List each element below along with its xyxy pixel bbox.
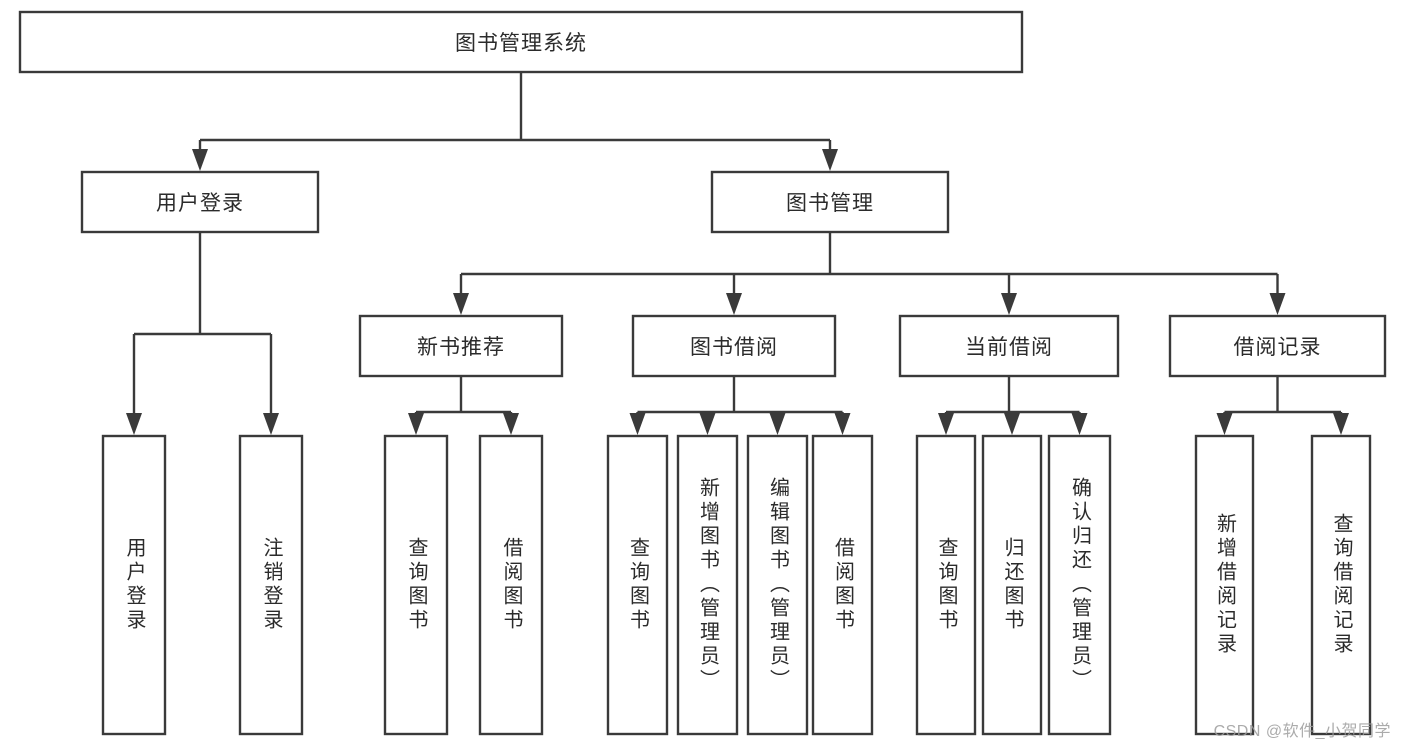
node-level3-0 [358, 314, 564, 378]
arrow-head-icon [1004, 413, 1020, 435]
arrow-head-icon [263, 413, 279, 435]
node-level2-1 [710, 170, 950, 234]
arrow-head-icon [1333, 413, 1349, 435]
arrow-head-icon [726, 293, 742, 315]
arrow-head-icon [503, 413, 519, 435]
node-leaf-7 [811, 434, 874, 736]
arrow-head-icon [1269, 293, 1286, 315]
node-leaf-5 [676, 434, 739, 736]
node-leaf-11 [1194, 434, 1255, 736]
node-level3-2 [898, 314, 1120, 378]
arrow-head-icon [1216, 413, 1233, 435]
node-root [18, 10, 1024, 74]
node-leaf-12 [1310, 434, 1372, 736]
node-boxes-layer [18, 10, 1387, 736]
node-level2-0 [80, 170, 320, 234]
arrow-head-icon [453, 293, 469, 315]
node-leaf-8 [915, 434, 977, 736]
arrow-head-icon [408, 413, 424, 435]
arrow-head-icon [699, 413, 716, 435]
node-leaf-2 [383, 434, 449, 736]
arrow-head-icon [822, 149, 838, 171]
arrow-head-icon [629, 413, 646, 435]
arrow-head-icon [1071, 413, 1088, 435]
node-leaf-4 [606, 434, 669, 736]
node-leaf-6 [746, 434, 809, 736]
arrow-head-icon [938, 413, 954, 435]
arrow-head-icon [1001, 293, 1017, 315]
node-leaf-9 [981, 434, 1043, 736]
arrow-head-icon [834, 413, 851, 435]
arrow-head-icon [769, 413, 786, 435]
node-leaf-1 [238, 434, 304, 736]
connectors-layer [126, 72, 1349, 435]
node-leaf-0 [101, 434, 167, 736]
node-leaf-3 [478, 434, 544, 736]
arrow-head-icon [192, 149, 208, 171]
node-level3-1 [631, 314, 837, 378]
node-leaf-10 [1047, 434, 1112, 736]
node-level3-3 [1168, 314, 1387, 378]
arrow-head-icon [126, 413, 142, 435]
